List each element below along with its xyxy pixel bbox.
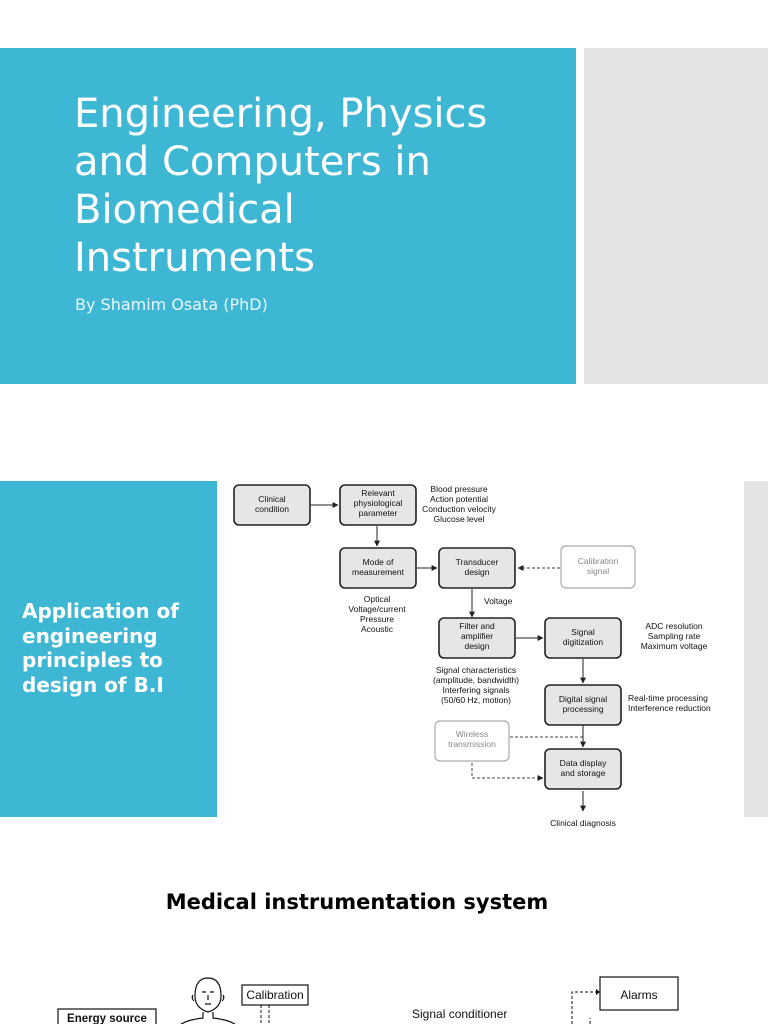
- svg-text:measurement: measurement: [352, 567, 405, 577]
- svg-text:Transducer: Transducer: [456, 557, 499, 567]
- title-slide-panel: [0, 48, 576, 384]
- svg-text:signal: signal: [587, 566, 609, 576]
- clinical-condition-box: Clinical condition: [233, 484, 311, 526]
- svg-text:and storage: and storage: [561, 768, 606, 778]
- svg-text:Blood pressure: Blood pressure: [430, 484, 487, 494]
- heading-line: design of B.I: [22, 672, 164, 697]
- svg-text:Sampling rate: Sampling rate: [648, 631, 701, 641]
- slide3-title: Medical instrumentation system: [165, 890, 549, 914]
- slide2-side-panel: [744, 481, 768, 817]
- svg-text:Mode of: Mode of: [363, 557, 394, 567]
- svg-text:Maximum voltage: Maximum voltage: [641, 641, 708, 651]
- svg-text:digitization: digitization: [563, 637, 603, 647]
- svg-text:Signal characteristics: Signal characteristics: [436, 665, 516, 675]
- svg-text:Energy source: Energy source: [67, 1013, 147, 1024]
- presentation-title: Engineering, Physics and Computers in Bi…: [74, 90, 564, 282]
- svg-text:(amplitude, bandwidth): (amplitude, bandwidth): [433, 675, 519, 685]
- svg-text:Action potential: Action potential: [430, 494, 488, 504]
- voltage-label: Voltage: [484, 596, 513, 606]
- clinical-diagnosis-label: Clinical diagnosis: [550, 818, 616, 828]
- dashed-arrow: [471, 758, 544, 781]
- svg-text:Optical: Optical: [364, 594, 391, 604]
- instrumentation-diagram: Energy source Calibration Signal conditi…: [57, 976, 679, 1024]
- energy-source-box: Energy source: [57, 1008, 157, 1024]
- title-slide-side-panel: [584, 48, 768, 384]
- human-figure-icon: [180, 977, 236, 1024]
- digital-signal-processing-box: Digital signal processing: [544, 684, 622, 726]
- svg-text:Calibration: Calibration: [578, 556, 619, 566]
- signal-digitization-box: Signal digitization: [544, 617, 622, 659]
- parameter-examples: Blood pressure Action potential Conducti…: [422, 484, 496, 524]
- slide2-heading: Application of engineering principles to…: [22, 599, 212, 697]
- svg-text:Relevant: Relevant: [361, 488, 395, 498]
- title-line: and Computers in: [74, 139, 431, 185]
- title-line: Biomedical: [74, 187, 295, 233]
- data-display-box: Data display and storage: [544, 748, 622, 790]
- dsp-notes: Real-time processing Interference reduct…: [628, 693, 711, 713]
- title-line: Engineering, Physics: [74, 91, 488, 137]
- svg-text:condition: condition: [255, 504, 289, 514]
- relevant-parameter-box: Relevant physiological parameter: [339, 484, 417, 526]
- svg-text:design: design: [464, 567, 489, 577]
- svg-text:amplifier: amplifier: [461, 631, 493, 641]
- calibration-box: Calibration: [241, 984, 309, 1024]
- design-flow-diagram: Clinical condition Relevant physiologica…: [233, 484, 711, 828]
- svg-text:Conduction velocity: Conduction velocity: [422, 504, 496, 514]
- signal-conditioner-label: Signal conditioner: [412, 1007, 507, 1021]
- svg-text:physiological: physiological: [354, 498, 403, 508]
- svg-text:Alarms: Alarms: [620, 988, 657, 1002]
- svg-text:Voltage/current: Voltage/current: [348, 604, 406, 614]
- mode-examples: Optical Voltage/current Pressure Acousti…: [348, 594, 406, 634]
- calibration-signal-box: Calibration signal: [560, 545, 636, 589]
- svg-text:parameter: parameter: [359, 508, 398, 518]
- mode-of-measurement-box: Mode of measurement: [339, 547, 417, 589]
- svg-text:(50/60 Hz, motion): (50/60 Hz, motion): [441, 695, 511, 705]
- signal-characteristics: Signal characteristics (amplitude, bandw…: [433, 665, 519, 705]
- svg-text:Wireless: Wireless: [456, 729, 489, 739]
- heading-line: Application of: [22, 599, 179, 623]
- svg-text:Acoustic: Acoustic: [361, 624, 394, 634]
- svg-text:processing: processing: [562, 704, 603, 714]
- svg-text:Signal: Signal: [571, 627, 595, 637]
- presentation-subtitle: By Shamim Osata (PhD): [75, 295, 268, 314]
- svg-text:Clinical: Clinical: [258, 494, 286, 504]
- svg-text:Calibration: Calibration: [246, 988, 303, 1002]
- wireless-transmission-box: Wireless transmission: [434, 720, 510, 762]
- svg-text:Filter and: Filter and: [459, 621, 495, 631]
- svg-text:Interfering signals: Interfering signals: [442, 685, 509, 695]
- svg-text:Real-time processing: Real-time processing: [628, 693, 708, 703]
- slide2-heading-panel: [0, 481, 217, 817]
- svg-text:Glucose level: Glucose level: [433, 514, 484, 524]
- filter-amplifier-box: Filter and amplifier design: [438, 617, 516, 659]
- svg-text:transmission: transmission: [448, 739, 496, 749]
- transducer-design-box: Transducer design: [438, 547, 516, 589]
- heading-line: principles to: [22, 648, 163, 672]
- svg-text:design: design: [464, 641, 489, 651]
- alarms-box: Alarms: [571, 976, 679, 1024]
- title-line: Instruments: [74, 235, 315, 281]
- svg-text:Interference reduction: Interference reduction: [628, 703, 711, 713]
- svg-text:ADC resolution: ADC resolution: [645, 621, 702, 631]
- svg-text:Pressure: Pressure: [360, 614, 394, 624]
- adc-notes: ADC resolution Sampling rate Maximum vol…: [641, 621, 708, 651]
- svg-text:Digital signal: Digital signal: [559, 694, 607, 704]
- heading-line: engineering: [22, 623, 158, 648]
- svg-text:Data display: Data display: [560, 758, 608, 768]
